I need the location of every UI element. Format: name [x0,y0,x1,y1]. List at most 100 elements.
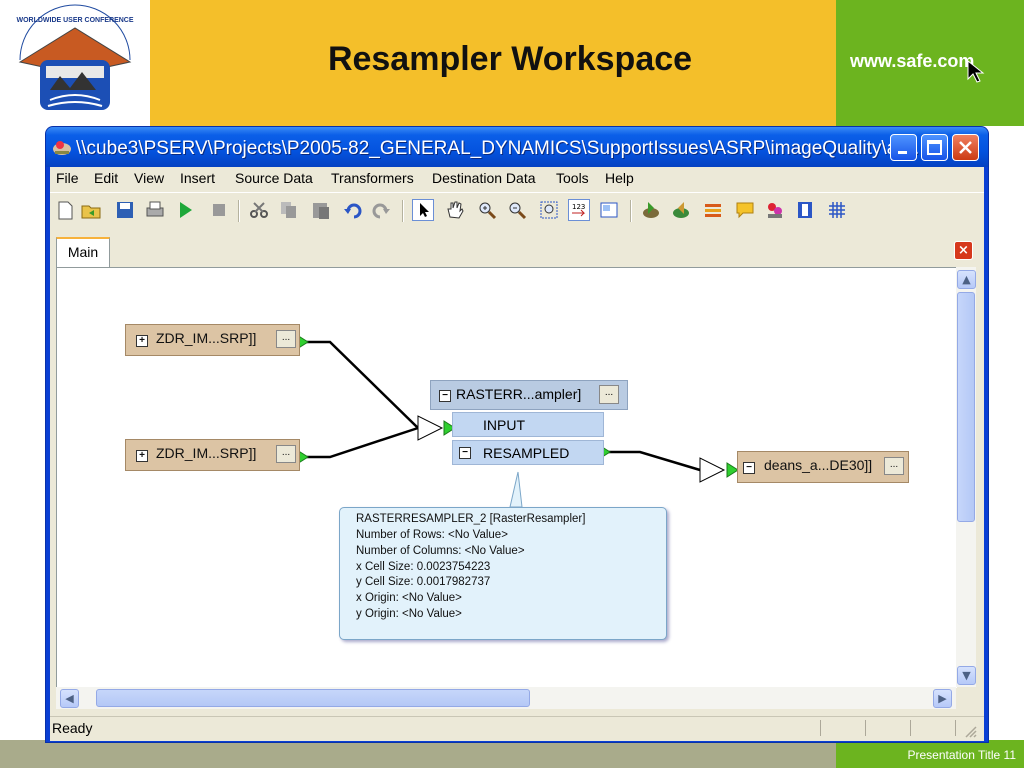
pan-icon[interactable] [444,199,466,221]
new-icon[interactable] [54,199,76,221]
tooltip-line: Number of Columns: <No Value> [356,545,525,557]
status-divider [865,720,866,736]
source-feature-type-1[interactable]: + ZDR_IM...SRP]] ... [125,324,300,356]
run-icon[interactable] [174,199,196,221]
overview-icon[interactable] [598,199,620,221]
tooltip-line: y Origin: <No Value> [356,608,462,620]
destination-feature-type[interactable]: − deans_a...DE30]] ... [737,451,909,483]
undo-icon[interactable] [342,199,364,221]
properties-button[interactable]: ... [276,330,296,348]
connection-line [302,340,419,429]
toolbar-separator [630,200,632,222]
menu-file[interactable]: File [56,170,79,186]
site-url[interactable]: www.safe.com [850,51,975,71]
app-icon [52,139,72,157]
input-port-icon[interactable] [726,462,739,478]
toolbar-separator [238,200,240,222]
paste-icon[interactable] [310,199,332,221]
stop-icon[interactable] [208,199,230,221]
menu-edit[interactable]: Edit [94,170,119,186]
feature-counts-icon[interactable]: 123 [568,199,590,221]
tooltip-line: x Cell Size: 0.0023754223 [356,561,491,573]
menu-view[interactable]: View [134,170,165,186]
svg-text:WORLDWIDE USER CONFERENCE: WORLDWIDE USER CONFERENCE [16,17,133,24]
add-writer-icon[interactable] [670,199,692,221]
menu-tools[interactable]: Tools [556,170,589,186]
tooltip-line: Number of Rows: <No Value> [356,529,508,541]
expand-icon[interactable]: + [136,335,148,347]
grid-icon[interactable] [826,199,848,221]
connection-line [606,450,701,472]
conference-logo: WORLDWIDE USER CONFERENCE [0,0,150,126]
inspector-icon[interactable] [764,199,786,221]
properties-button[interactable]: ... [276,445,296,463]
menu-bar: File Edit View Insert Source Data Transf… [50,167,984,191]
vertical-scroll-thumb[interactable] [957,292,975,522]
horizontal-scroll-thumb[interactable] [96,689,530,707]
window-titlebar[interactable] [46,127,988,167]
close-tab-button[interactable]: × [954,241,973,260]
input-port-label: INPUT [483,417,525,433]
transformer-label: RASTERR...ampler] [456,386,582,402]
output-port-label: RESAMPLED [483,445,570,461]
collapse-icon[interactable]: − [743,462,755,474]
zoom-extents-icon[interactable] [538,199,560,221]
node-label: ZDR_IM...SRP]] [156,445,257,461]
svg-text:123: 123 [572,203,585,211]
zoom-in-icon[interactable] [476,199,498,221]
node-label: deans_a...DE30]] [764,457,873,473]
title-band [150,0,836,126]
resampled-port[interactable]: − RESAMPLED [452,440,604,465]
zoom-out-icon[interactable] [506,199,528,221]
rasterresampler-transformer[interactable]: − RASTERR...ampler] ... [430,380,628,410]
close-button[interactable] [952,134,979,161]
tooltip-line: x Origin: <No Value> [356,592,462,604]
menu-destination-data[interactable]: Destination Data [432,170,536,186]
input-port[interactable]: INPUT [452,412,604,437]
maximize-button[interactable] [921,134,948,161]
properties-button[interactable]: ... [884,457,904,475]
cut-icon[interactable] [248,199,270,221]
collapse-icon[interactable]: − [439,390,451,402]
input-port-icon[interactable] [443,420,456,436]
menu-source-data[interactable]: Source Data [235,170,313,186]
redo-icon[interactable] [370,199,392,221]
scroll-right-button[interactable]: ▶ [933,689,952,708]
footer-text: Presentation Title 11 [907,748,1016,762]
scroll-down-button[interactable]: ▼ [957,666,976,685]
source-feature-type-2[interactable]: + ZDR_IM...SRP]] ... [125,439,300,471]
menu-help[interactable]: Help [605,170,634,186]
add-reader-icon[interactable] [640,199,662,221]
status-text: Ready [52,720,93,736]
scroll-up-button[interactable]: ▲ [957,270,976,289]
scroll-left-button[interactable]: ◀ [60,689,79,708]
collapse-icon[interactable]: − [459,447,471,459]
status-divider [910,720,911,736]
slide-title: Resampler Workspace [327,40,693,78]
tab-main[interactable]: Main [56,237,110,267]
status-bar [50,716,984,741]
expand-icon[interactable]: + [136,450,148,462]
tooltip-line: RASTERRESAMPLER_2 [RasterResampler] [356,513,586,525]
save-icon[interactable] [114,199,136,221]
copy-icon[interactable] [278,199,300,221]
resize-grip-icon[interactable] [964,724,978,743]
minimize-button[interactable] [890,134,917,161]
menu-transformers[interactable]: Transformers [331,170,414,186]
open-icon[interactable] [80,199,102,221]
window-title: \\cube3\PSERV\Projects\P2005-82_GENERAL_… [76,138,933,159]
tooltip-line: y Cell Size: 0.0017982737 [356,576,491,588]
toolbar-separator [402,200,404,222]
add-transformer-icon[interactable] [702,199,724,221]
properties-button[interactable]: ... [599,385,619,404]
select-icon[interactable] [412,199,434,221]
bookmark-icon[interactable] [794,199,816,221]
annotation-icon[interactable] [734,199,756,221]
menu-insert[interactable]: Insert [180,170,216,186]
input-arrow-icon [417,415,444,441]
mouse-cursor-icon [967,59,985,88]
print-icon[interactable] [144,199,166,221]
footer-band [0,740,836,768]
tooltip-pointer [509,471,523,508]
status-divider [820,720,821,736]
